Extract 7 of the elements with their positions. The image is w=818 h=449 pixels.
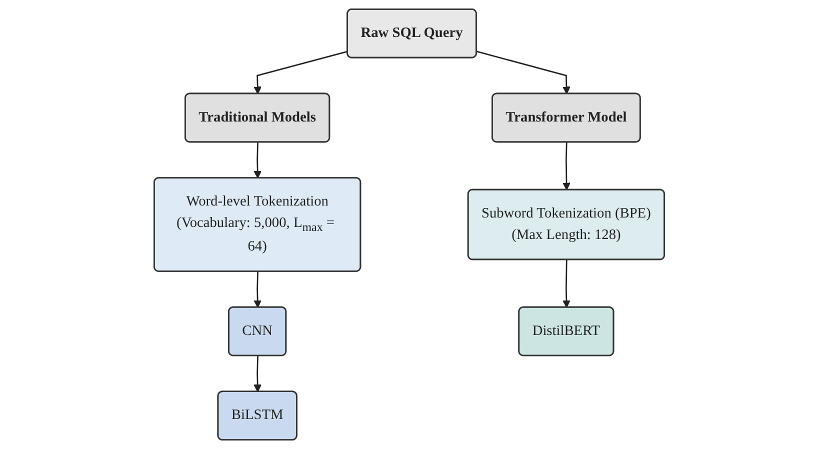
arrow bbox=[253, 50, 348, 94]
arrow bbox=[476, 50, 570, 94]
arrow bbox=[562, 142, 570, 190]
arrow bbox=[253, 272, 262, 308]
arrow bbox=[253, 142, 262, 179]
arrow bbox=[562, 260, 570, 308]
arrow bbox=[253, 356, 262, 392]
